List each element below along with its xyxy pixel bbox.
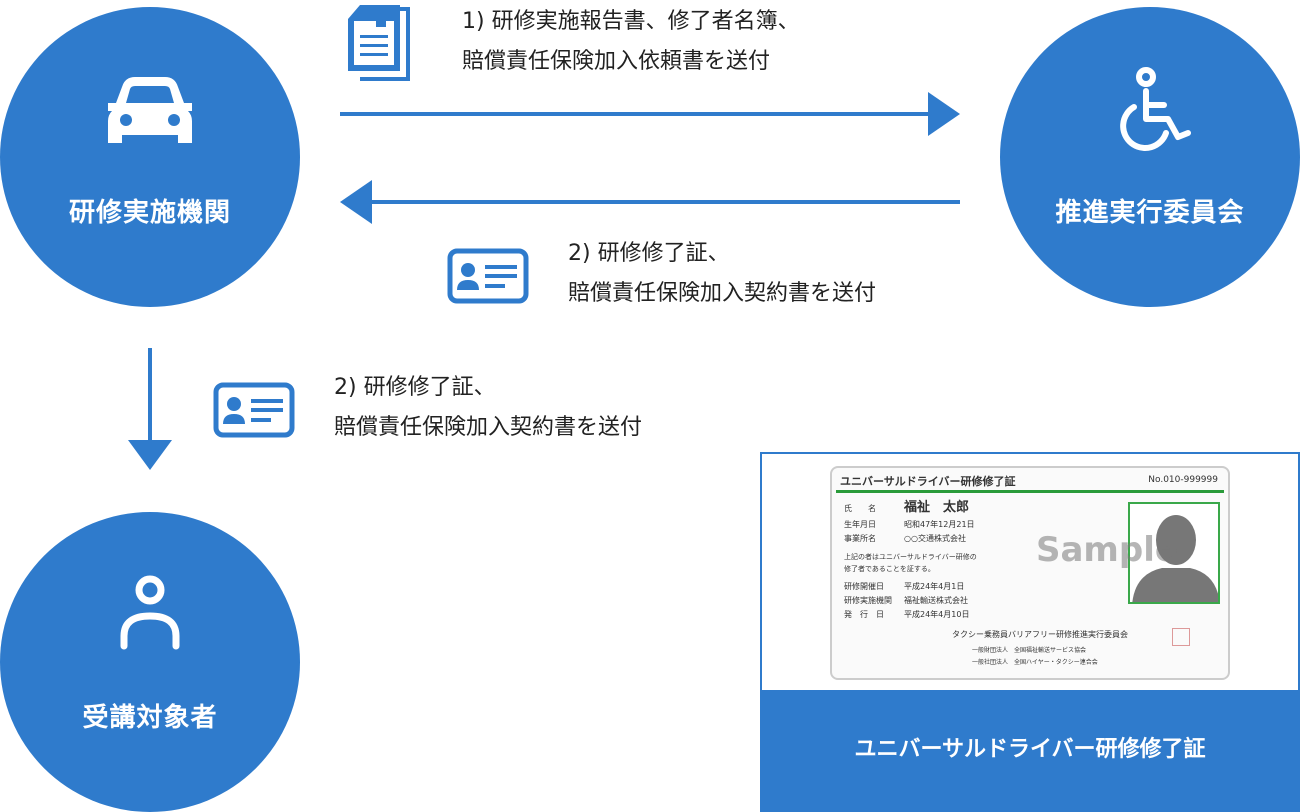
arrow-to-trainee <box>128 348 172 470</box>
node-training-institution: 研修実施機関 <box>0 7 300 307</box>
flow3-text: 2) 研修修了証、賠償責任保険加入契約書を送付 <box>334 375 643 440</box>
node-label: 研修実施機関 <box>68 198 231 228</box>
portrait-silhouette <box>1128 502 1220 604</box>
person-icon <box>120 575 180 650</box>
card-row: 生年月日昭和47年12月21日 <box>844 520 975 529</box>
card-title: ユニバーサルドライバー研修修了証 <box>840 475 1016 488</box>
certificate-card-image: ユニバーサルドライバー研修修了証 No.010-999999 氏 名福祉 太郎 … <box>830 466 1230 680</box>
certificate-caption: ユニバーサルドライバー研修修了証 <box>762 690 1298 810</box>
node-committee: 推進実行委員会 <box>1000 7 1300 307</box>
card-row: 発 行 日平成24年4月10日 <box>844 610 970 619</box>
card-issuer: 一般社団法人 全国ハイヤー・タクシー連合会 <box>972 659 1098 666</box>
card-statement: 修了者であることを証する。 <box>844 565 935 573</box>
flow1-text: 1) 研修実施報告書、修了者名簿、賠償責任保険加入依頼書を送付 <box>462 9 800 74</box>
card-row: 研修開催日平成24年4月1日 <box>844 582 965 591</box>
card-number: No.010-999999 <box>1148 475 1218 485</box>
wheelchair-icon <box>1120 67 1191 151</box>
documents-icon <box>348 5 410 81</box>
sample-watermark: Sample <box>1036 530 1178 570</box>
node-label: 受講対象者 <box>82 703 218 733</box>
card-statement: 上記の者はユニバーサルドライバー研修の <box>844 553 977 561</box>
card-divider <box>836 490 1224 493</box>
id-card-icon <box>447 248 529 304</box>
card-issuer: 一般財団法人 全国福祉輸送サービス協会 <box>972 647 1087 654</box>
card-row: 氏 名福祉 太郎 <box>844 500 970 515</box>
seal-stamp <box>1172 628 1190 646</box>
node-trainee: 受講対象者 <box>0 512 300 812</box>
card-row: 研修実施機関福祉輸送株式会社 <box>844 596 968 605</box>
flow2-text: 2) 研修修了証、賠償責任保険加入契約書を送付 <box>568 241 877 306</box>
card-row: 事業所名○○交通株式会社 <box>844 534 966 543</box>
arrow-to-institution <box>340 180 960 224</box>
arrow-to-committee <box>340 92 960 136</box>
certificate-panel: ユニバーサルドライバー研修修了証 No.010-999999 氏 名福祉 太郎 … <box>760 452 1300 812</box>
card-issuer: タクシー乗務員バリアフリー研修推進実行委員会 <box>952 630 1128 639</box>
car-icon <box>108 77 192 143</box>
node-label: 推進実行委員会 <box>1055 198 1245 228</box>
id-card-icon <box>213 382 295 438</box>
